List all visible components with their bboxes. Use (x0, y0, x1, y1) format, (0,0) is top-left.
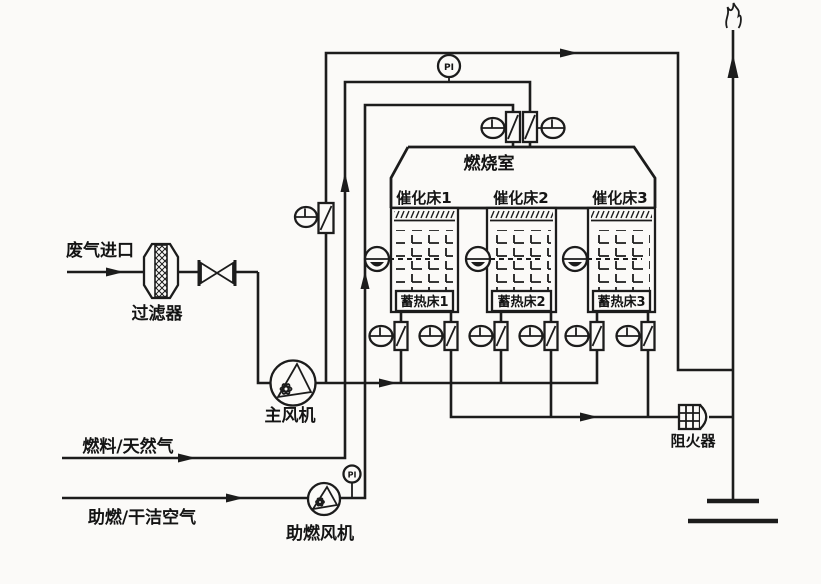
flow-arrow-right-icon (560, 48, 578, 58)
bypass-valve (293, 201, 335, 235)
fuel-gas-label: 燃料/天然气 (82, 436, 173, 457)
catalyst-layer-icon (490, 210, 553, 220)
gauge-tag: PI (444, 63, 454, 73)
catalyst-layer-icon (591, 210, 652, 220)
outlet-manifold (449, 350, 679, 422)
flame-icon (725, 2, 742, 29)
catalytic-bed-3: 蓄热床3 (561, 206, 657, 322)
arrester-grid-icon (679, 405, 700, 429)
regenerator-media-icon (396, 230, 453, 290)
temperature-sensor-3 (561, 245, 642, 273)
bed3-inlet-valve (564, 320, 605, 352)
valve-diagonal-icon (524, 114, 536, 140)
burner-valve-fuel (521, 110, 566, 147)
arrester-body-icon (677, 403, 702, 431)
temperature-sensor-2 (464, 245, 540, 273)
gauge-tag: PI (348, 471, 357, 480)
flow-arrow-right-icon (226, 493, 244, 503)
manual-valve (178, 260, 258, 286)
fuel-gas-line: 燃料/天然气 (62, 80, 532, 463)
catalyst-bed-1-label: 催化床1 (396, 189, 451, 207)
flow-arrow-up-icon (360, 271, 370, 289)
burner-valve-air (480, 110, 522, 147)
flame-arrester: 阻火器 (670, 403, 733, 450)
catalyst-layer-icon (394, 210, 455, 220)
main-fan-label: 主风机 (265, 405, 316, 426)
regenerator-bed-2-label: 蓄热床2 (497, 294, 545, 310)
catalytic-bed-2: 蓄热床2 (464, 206, 558, 322)
valve-diagonal-icon (507, 114, 519, 140)
main-fan-triangle-icon (276, 362, 313, 399)
temperature-sensor-1 (363, 245, 440, 273)
regenerator-bed-1-label: 蓄热床1 (400, 294, 448, 310)
valve-diagonal-icon (319, 205, 333, 231)
catalytic-bed-1: 蓄热床1 (363, 206, 460, 322)
pressure-gauge-fuel: PI (436, 53, 462, 82)
flow-arrow-up-icon (340, 172, 350, 192)
sensor-mark-icon (568, 262, 582, 267)
bed2-inlet-valve (468, 320, 509, 352)
combustion-chamber-label: 燃烧室 (464, 153, 515, 174)
bed1-outlet-valve (418, 320, 459, 352)
valve-diagonal-icon (495, 325, 507, 347)
waste-gas-inlet-label: 废气进口 (66, 240, 134, 261)
pressure-gauge-aux-fan: PI (342, 464, 362, 498)
regenerator-label-box (490, 289, 553, 313)
regenerator-label-box (394, 289, 455, 313)
valve-end-bars-icon (197, 260, 237, 286)
flame-arrester-label: 阻火器 (670, 432, 716, 450)
gauge-circle-icon (342, 464, 362, 484)
regenerator-media-icon (593, 230, 650, 290)
aux-fan-label: 助燃风机 (286, 523, 354, 544)
exhaust-stack (688, 2, 778, 524)
main-fan-body-icon (269, 359, 317, 407)
flow-arrow-right-icon (178, 453, 196, 463)
valve-diagonal-icon (445, 325, 457, 347)
aux-air-line: 助燃/干洁空气 (62, 103, 515, 528)
gate-valve-icon (200, 261, 234, 285)
flow-arrow-right-icon (106, 267, 124, 277)
arrester-cap-icon (699, 404, 708, 430)
flow-arrow-right-icon (379, 378, 397, 388)
valve-diagonal-icon (642, 325, 654, 347)
valve-diagonal-icon (591, 325, 603, 347)
aux-fan: 助燃风机 (286, 481, 354, 544)
aux-fan-impeller-icon (315, 497, 325, 507)
inlet-manifold (315, 350, 599, 388)
pipe-to-main-fan (256, 272, 272, 385)
waste-gas-inlet-line: 废气进口 (66, 240, 146, 277)
gauge-circle-icon (436, 53, 462, 79)
aux-air-label: 助燃/干洁空气 (88, 507, 196, 528)
filter-mesh-icon (154, 244, 168, 298)
bypass-line (293, 48, 733, 383)
valve-diagonal-icon (545, 325, 557, 347)
sensor-mark-icon (471, 262, 485, 267)
flow-arrow-up-icon (727, 54, 739, 78)
bed2-outlet-valve (518, 320, 559, 352)
catalyst-bed-3-label: 催化床3 (592, 189, 647, 207)
regenerator-bed-3-label: 蓄热床3 (597, 294, 645, 310)
catalyst-bed-2-label: 催化床2 (493, 189, 548, 207)
regenerator-label-box (591, 289, 652, 313)
aux-fan-body-icon (306, 481, 342, 517)
valve-diagonal-icon (395, 325, 407, 347)
flow-arrow-right-icon (580, 412, 598, 422)
sensor-mark-icon (370, 262, 384, 267)
filter: 过滤器 (132, 242, 184, 324)
filter-label: 过滤器 (132, 303, 184, 324)
main-fan-impeller-icon (279, 383, 293, 395)
